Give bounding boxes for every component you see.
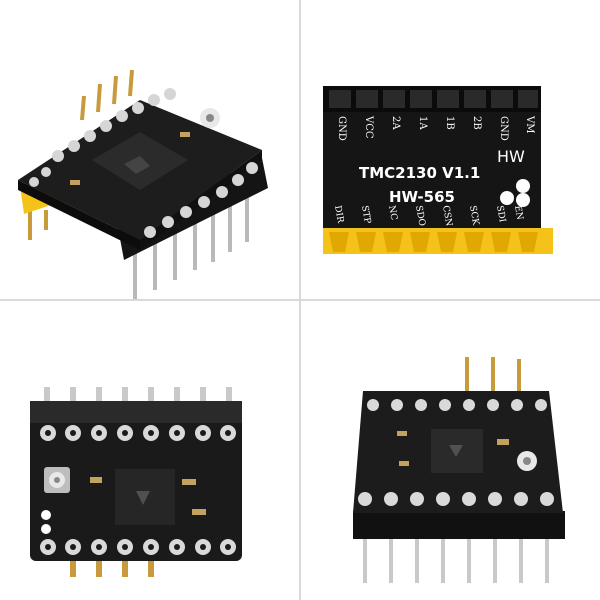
horizontal-divider	[0, 299, 600, 301]
brand-label: HW	[497, 147, 525, 166]
pin-label-nc: NC	[386, 205, 398, 221]
stepper-driver-angled-image	[18, 69, 268, 299]
pin-label-gnd: GND	[336, 116, 347, 141]
photo-top-flat	[0, 301, 299, 600]
stepper-driver-flat-image	[30, 387, 242, 577]
pin-label-vm: VM	[524, 115, 535, 133]
photo-bottom-view: GND VCC 2A 1A 1B 2B GND VM HW TMC2130 V1…	[301, 0, 600, 299]
pin-label-2a: 2A	[390, 116, 401, 130]
model-label: HW-565	[389, 188, 455, 206]
pad	[500, 191, 514, 205]
pin-label-dir: DIR	[332, 205, 345, 224]
pin-label-sdi: SDI	[494, 205, 507, 224]
pin-label-gnd-2: GND	[498, 116, 509, 141]
stepper-driver-front-image	[353, 357, 565, 583]
pin-label-sdo: SDO	[413, 205, 426, 227]
photo-angled-top	[0, 0, 299, 299]
chip-label: TMC2130 V1.1	[359, 164, 480, 182]
pin-label-vcc: VCC	[363, 115, 374, 139]
pin-label-1a: 1A	[417, 116, 428, 130]
pad	[516, 193, 530, 207]
pin-label-1b: 1B	[444, 116, 455, 130]
pin-label-2b: 2B	[471, 116, 482, 130]
pin-label-stp: STP	[359, 205, 372, 225]
photo-angled-front	[301, 301, 600, 600]
pad	[516, 179, 530, 193]
stepper-driver-bottom-image: GND VCC 2A 1A 1B 2B GND VM HW TMC2130 V1…	[323, 86, 553, 254]
pin-label-sck: SCK	[467, 205, 480, 226]
pin-label-csn: CSN	[440, 205, 454, 227]
pin-label-en: EN	[512, 205, 524, 221]
